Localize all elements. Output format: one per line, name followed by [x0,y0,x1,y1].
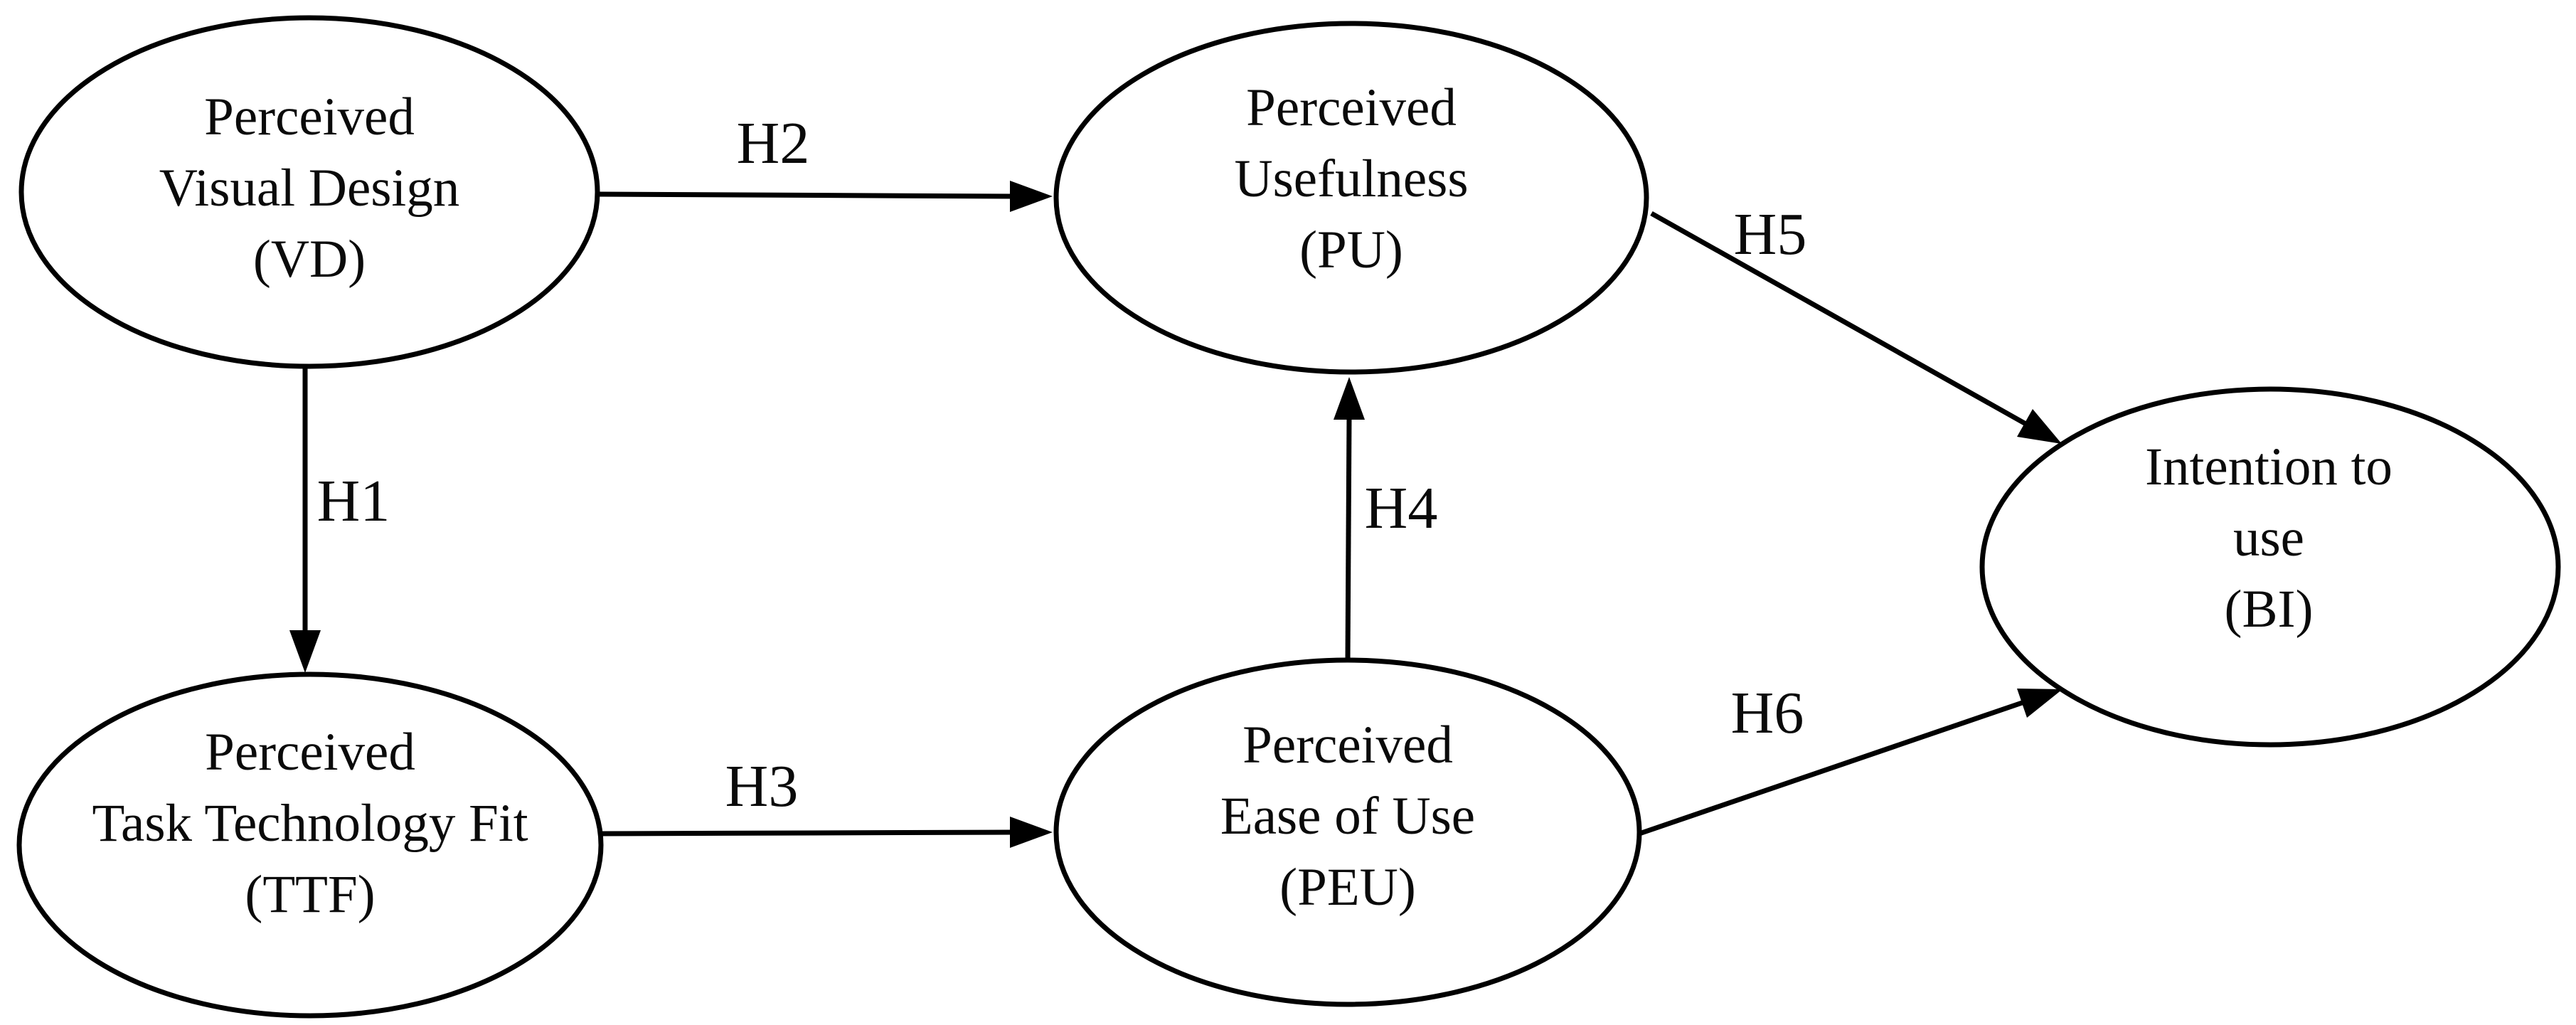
arrow-head-h4 [1334,377,1365,420]
edge-label-h3: H3 [725,753,799,819]
arrow-head-h6 [2017,689,2063,718]
edge-label-h6: H6 [1730,680,1804,746]
node-label-perceived-usefulness: Perceived Usefulness (PU) [1234,78,1469,280]
arrow-head-h1 [289,630,321,673]
arrow-head-h2 [1010,181,1053,212]
arrow-h6-peu-to-bi [1638,689,2063,837]
node-label-perceived-task-technology-fit: Perceived Task Technology Fit (TTF) [92,723,528,924]
node-label-perceived-visual-design: Perceived Visual Design (VD) [159,87,460,289]
arrow-h4-peu-to-pu [1334,377,1365,661]
node-ellipse-perceived-visual-design [18,15,600,369]
arrow-h1-vd-to-ttf [289,367,321,673]
node-ellipse-perceived-usefulness [1053,21,1649,375]
arrow-head-h3 [1010,817,1053,848]
edge-label-h5: H5 [1733,201,1807,267]
node-ellipse-intention-to-use [1979,386,2561,748]
edge-label-h1: H1 [316,468,390,534]
edge-label-h2: H2 [736,110,810,176]
arrow-h2-vd-to-pu [597,181,1053,212]
node-ellipse-perceived-task-technology-fit [16,671,604,1019]
node-label-perceived-ease-of-use: Perceived Ease of Use (PEU) [1220,716,1476,917]
arrow-h3-ttf-to-peu [601,817,1053,848]
edge-label-h4: H4 [1364,475,1438,541]
arrow-h5-pu-to-bi [1650,211,2062,444]
arrow-head-h5 [2017,409,2062,444]
node-label-intention-to-use: Intention to use (BI) [2145,437,2393,639]
